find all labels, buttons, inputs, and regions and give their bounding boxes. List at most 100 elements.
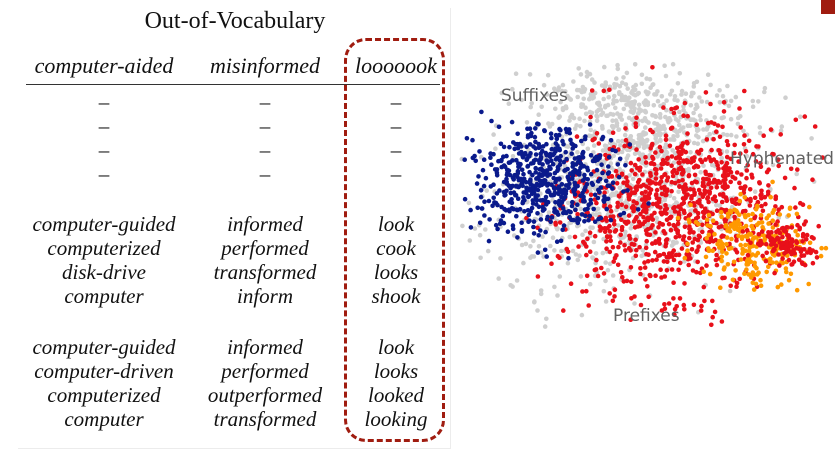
scatter-point (695, 141, 701, 146)
scatter-point (676, 189, 681, 195)
scatter-point (598, 185, 604, 190)
scatter-point (656, 236, 662, 242)
scatter-point (533, 152, 539, 157)
scatter-point (673, 155, 679, 161)
scatter-point (689, 180, 695, 186)
scatter-point (632, 301, 637, 306)
scatter-point (735, 218, 741, 223)
scatter-point (612, 294, 617, 299)
scatter-point (734, 210, 740, 215)
scatter-point (613, 105, 618, 111)
scatter-point (608, 111, 613, 117)
scatter-point (795, 232, 800, 238)
scatter-point (543, 194, 549, 200)
scatter-point (722, 275, 727, 281)
scatter-point (670, 173, 676, 179)
scatter-point (637, 107, 642, 112)
scatter-point (743, 233, 749, 239)
scatter-point (689, 196, 694, 201)
scatter-point (732, 176, 738, 181)
scatter-point (690, 240, 695, 245)
scatter-point (585, 177, 590, 182)
scatter-point (719, 160, 724, 165)
scatter-point (535, 250, 541, 255)
scatter-point (717, 100, 723, 105)
column-header-misinformed: misinformed (210, 53, 320, 78)
scatter-point (668, 214, 674, 220)
scatter-point (770, 162, 776, 168)
scatter-point (604, 239, 609, 244)
scatter-point (744, 227, 750, 233)
scatter-point (623, 229, 628, 235)
scatter-point (649, 160, 655, 166)
dash-cell: – (259, 138, 271, 162)
scatter-point (778, 132, 783, 137)
scatter-point (536, 204, 542, 210)
dash-cell: – (98, 90, 110, 114)
scatter-point (514, 157, 519, 163)
scatter-point (646, 252, 651, 257)
suffixes-label: Suffixes (501, 86, 568, 106)
scatter-point (669, 179, 675, 185)
scatter-point (560, 138, 565, 144)
scatter-point (523, 241, 529, 247)
scatter-point (643, 277, 648, 282)
scatter-point (782, 175, 788, 181)
scatter-point (507, 199, 512, 205)
scatter-point (705, 196, 710, 201)
scatter-point (549, 158, 554, 163)
scatter-point (803, 219, 808, 224)
scatter-point (628, 265, 634, 270)
scatter-point (783, 266, 789, 271)
scatter-point (543, 150, 549, 156)
scatter-point (710, 298, 715, 304)
scatter-point (491, 182, 496, 187)
scatter-point (660, 222, 666, 227)
scatter-point (659, 94, 665, 99)
scatter-point (740, 234, 745, 239)
scatter-point (624, 70, 630, 76)
scatter-point (688, 256, 693, 261)
scatter-point (652, 210, 657, 216)
scatter-point (721, 109, 727, 114)
scatter-point (764, 169, 770, 175)
scatter-point (717, 88, 722, 93)
scatter-point (472, 153, 477, 159)
scatter-point (552, 284, 557, 290)
scatter-point (650, 223, 655, 228)
scatter-point (646, 196, 652, 201)
scatter-point (677, 71, 683, 76)
scatter-point (666, 251, 672, 256)
scatter-point (610, 180, 616, 185)
scatter-point (462, 196, 468, 202)
scatter-point (697, 113, 703, 118)
scatter-point (615, 200, 620, 206)
scatter-point (650, 82, 656, 87)
scatter-point (472, 226, 478, 231)
scatter-point (734, 280, 740, 286)
embedding-scatter-plot: Suffixes Hyphenated Prefixes (459, 61, 834, 329)
scatter-point (737, 198, 743, 204)
scatter-point (671, 248, 676, 253)
scatter-point (615, 223, 621, 228)
scatter-point (591, 143, 597, 148)
scatter-point (528, 161, 534, 166)
scatter-point (715, 123, 721, 128)
scatter-point (777, 263, 782, 268)
scatter-point (588, 201, 594, 206)
scatter-point (597, 103, 603, 108)
scatter-point (669, 88, 675, 94)
scatter-point (718, 285, 723, 290)
scatter-point (623, 94, 628, 100)
scatter-point (769, 230, 774, 235)
scatter-point (585, 146, 591, 152)
scatter-point (693, 106, 698, 112)
scatter-point (513, 183, 519, 189)
scatter-point (519, 167, 525, 173)
scatter-point (665, 161, 670, 166)
scatter-point (644, 139, 649, 144)
scatter-point (639, 72, 645, 78)
scatter-point (685, 123, 691, 129)
scatter-point (549, 121, 555, 127)
scatter-point (643, 228, 649, 233)
